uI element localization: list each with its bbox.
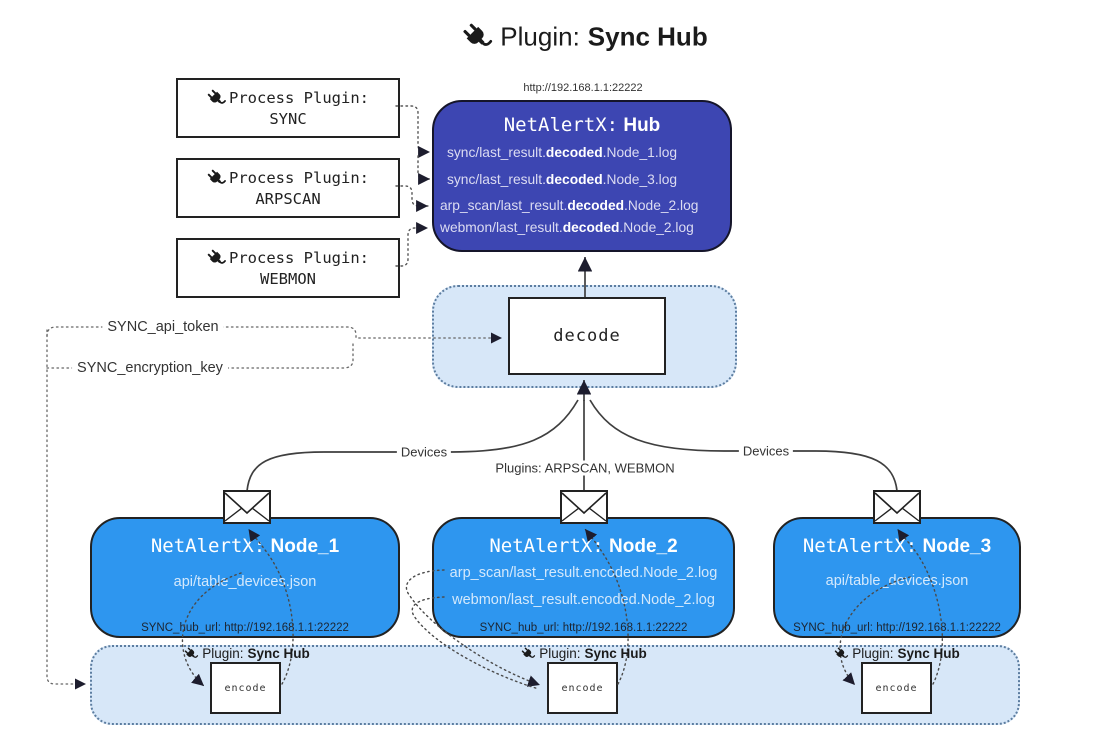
hub-log-line: webmon/last_result.decoded.Node_2.log xyxy=(440,220,694,235)
decode-box: decode xyxy=(508,297,666,375)
page-title: Plugin: Sync Hub xyxy=(462,21,708,53)
node-hub-url: SYNC_hub_url: http://192.168.1.1:22222 xyxy=(141,622,349,634)
encode-plugin-label: Plugin: Sync Hub xyxy=(521,646,647,661)
hub-box: NetAlertX: Hub sync/last_result.decoded.… xyxy=(432,100,732,252)
edge-label-devices-right: Devices xyxy=(738,443,794,459)
hub-title: NetAlertX: Hub xyxy=(434,114,730,137)
hub-log-line: sync/last_result.decoded.Node_3.log xyxy=(447,172,678,187)
node-title: NetAlertX: Node_3 xyxy=(802,535,992,557)
edge-webmon-to-hub xyxy=(395,222,429,267)
node-3-box: NetAlertX: Node_3 api/table_devices.json… xyxy=(773,517,1021,638)
plug-icon xyxy=(834,647,849,661)
sync-encryption-key-label: SYNC_encryption_key xyxy=(72,360,228,376)
edge-sync-to-hub-2 xyxy=(417,155,431,185)
edge-sync-to-hub-1 xyxy=(395,105,431,158)
node-1-box: NetAlertX: Node_1 api/table_devices.json… xyxy=(90,517,400,638)
encode-box-2: encode xyxy=(547,662,618,714)
edge-label-devices-left: Devices xyxy=(396,444,452,460)
plug-icon xyxy=(521,647,536,661)
title-prefix: Plugin: xyxy=(500,21,580,52)
node-file: api/table_devices.json xyxy=(825,573,969,589)
node-file: webmon/last_result.encoded.Node_2.log xyxy=(452,592,715,608)
process-plugin-name: ARPSCAN xyxy=(255,189,321,208)
edge-arpscan-to-hub xyxy=(395,185,429,212)
hub-title-name: Hub xyxy=(623,115,661,136)
encode-box-3: encode xyxy=(861,662,932,714)
sync-api-token-label: SYNC_api_token xyxy=(102,319,224,335)
hub-title-prefix: NetAlertX: xyxy=(503,114,619,136)
edge-label-plugins: Plugins: ARPSCAN, WEBMON xyxy=(491,460,679,476)
edge-settings-to-strip xyxy=(46,329,87,690)
hub-log-line: sync/last_result.decoded.Node_1.log xyxy=(447,145,678,160)
node-title: NetAlertX: Node_1 xyxy=(150,535,340,557)
encode-plugin-label: Plugin: Sync Hub xyxy=(834,646,960,661)
process-plugin-arpscan: Process Plugin: ARPSCAN xyxy=(176,158,400,218)
process-plugin-label: Process Plugin: xyxy=(229,249,369,267)
plug-icon xyxy=(184,647,199,661)
node-2-box: NetAlertX: Node_2 arp_scan/last_result.e… xyxy=(432,517,735,638)
node-hub-url: SYNC_hub_url: http://192.168.1.1:22222 xyxy=(793,622,1001,634)
process-plugin-webmon: Process Plugin: WEBMON xyxy=(176,238,400,298)
encode-box-1: encode xyxy=(210,662,281,714)
title-name: Sync Hub xyxy=(587,21,708,52)
plug-icon xyxy=(462,22,493,52)
encode-plugin-label: Plugin: Sync Hub xyxy=(184,646,310,661)
node-file: arp_scan/last_result.encoded.Node_2.log xyxy=(449,565,718,581)
plug-icon xyxy=(207,249,226,268)
process-plugin-label: Process Plugin: xyxy=(229,169,369,187)
process-plugin-name: SYNC xyxy=(269,109,307,128)
process-plugin-label: Process Plugin: xyxy=(229,89,369,107)
node-title: NetAlertX: Node_2 xyxy=(489,535,678,557)
node-file: api/table_devices.json xyxy=(173,574,317,590)
plug-icon xyxy=(207,89,226,108)
node-hub-url: SYNC_hub_url: http://192.168.1.1:22222 xyxy=(479,622,688,634)
process-plugin-sync: Process Plugin: SYNC xyxy=(176,78,400,138)
hub-log-line: arp_scan/last_result.decoded.Node_2.log xyxy=(440,198,699,213)
process-plugin-name: WEBMON xyxy=(260,269,316,288)
hub-url-label: http://192.168.1.1:22222 xyxy=(523,82,643,94)
plug-icon xyxy=(207,169,226,188)
